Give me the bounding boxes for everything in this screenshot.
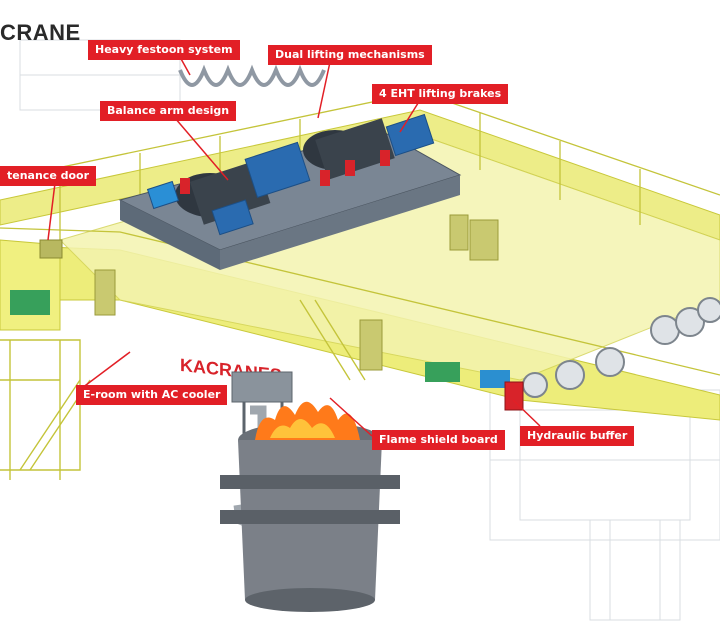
callout-maintenance-door: tenance door	[0, 166, 97, 186]
callout-hydraulic-buffer: Hydraulic buffer	[520, 426, 635, 446]
maintenance-door	[39, 239, 63, 259]
callout-dual-lifting: Dual lifting mechanisms	[268, 45, 432, 65]
callout-eroom: E-room with AC cooler	[76, 385, 228, 405]
wheels	[522, 297, 720, 398]
page-title: CRANE	[0, 20, 81, 45]
trolley	[118, 64, 462, 270]
callout-balance-arm: Balance arm design	[100, 101, 237, 121]
ladle	[220, 422, 400, 612]
travel-motors	[10, 290, 510, 388]
callout-heavy-festoon: Heavy festoon system	[88, 40, 240, 60]
callout-flame-shield: Flame shield board	[372, 430, 505, 450]
festoon-cables	[178, 64, 326, 87]
brakes	[180, 150, 390, 194]
hydraulic-buffer	[504, 381, 524, 411]
callout-lines	[47, 56, 541, 437]
background-drawing	[19, 39, 720, 621]
electrical-cabinets	[94, 214, 499, 371]
molten-metal-flame	[255, 401, 360, 440]
callout-eht-brakes: 4 EHT lifting brakes	[372, 84, 509, 104]
gearboxes	[146, 113, 435, 236]
